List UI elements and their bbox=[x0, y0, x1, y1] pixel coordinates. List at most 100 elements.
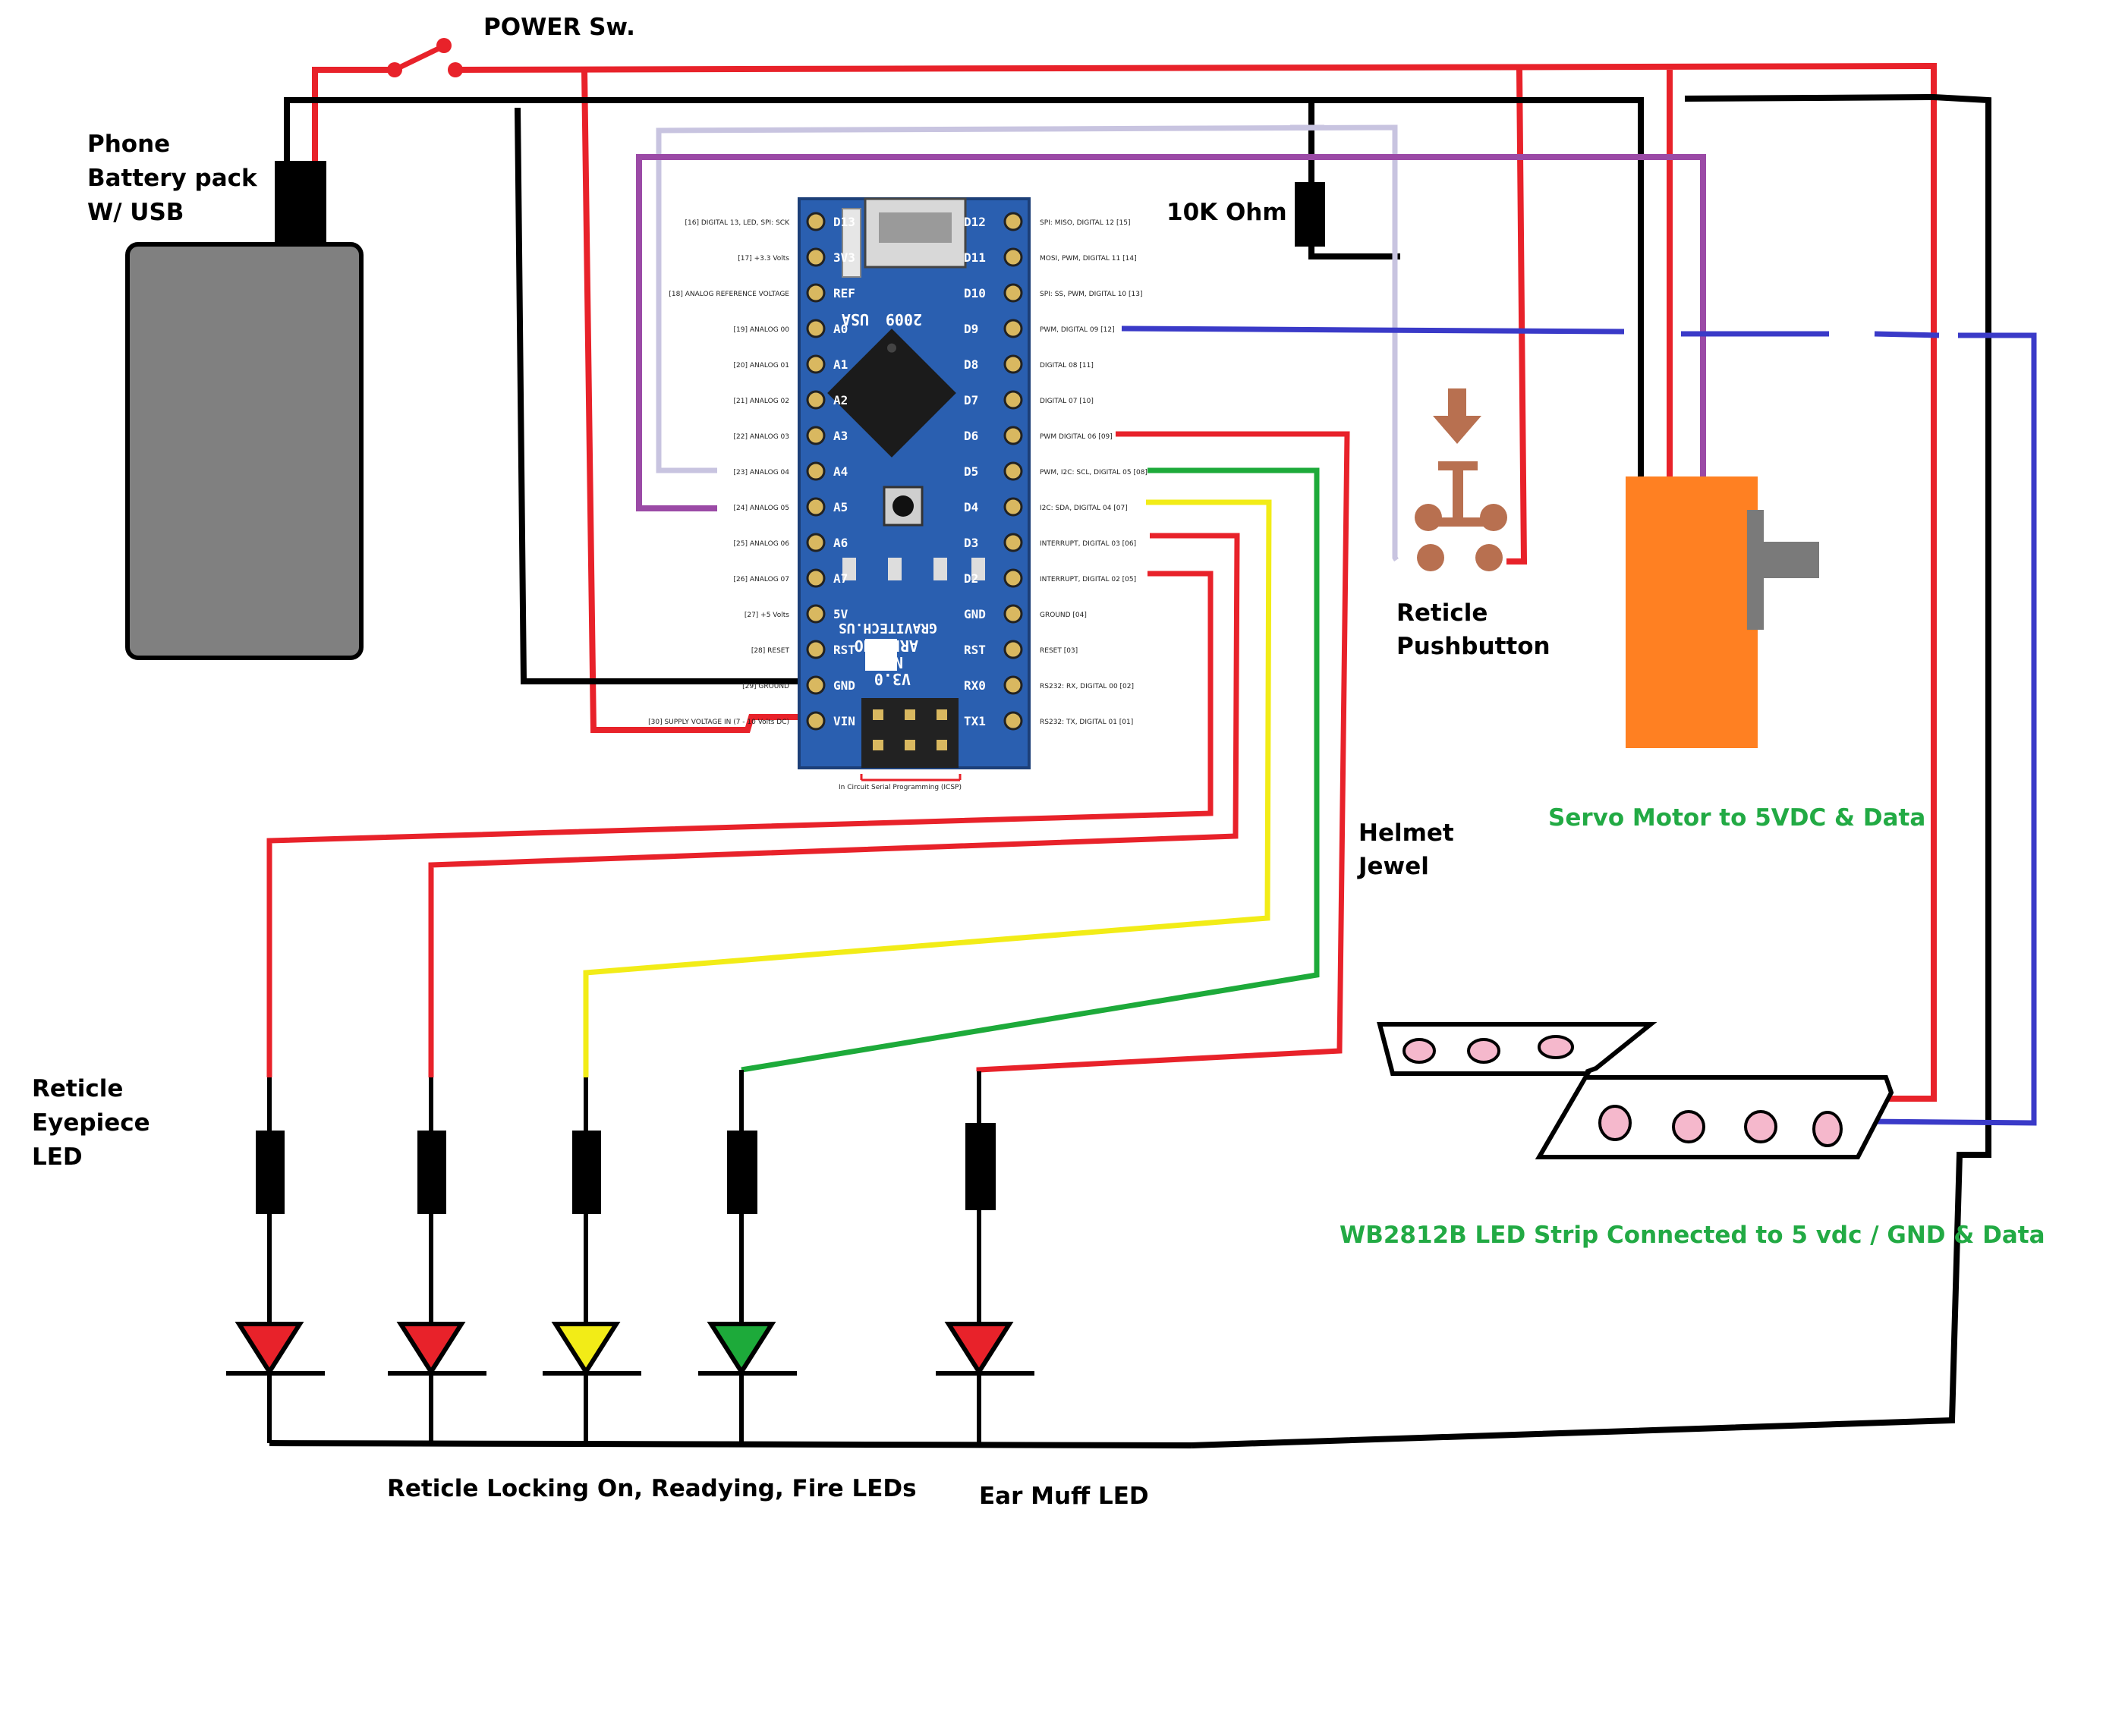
board-text-usa: USA bbox=[842, 310, 869, 329]
pin-a5 bbox=[806, 497, 826, 517]
pin-name-a2: A2 bbox=[833, 393, 848, 407]
pin-ref bbox=[806, 283, 826, 303]
left-pin-label: [29] GROUND bbox=[742, 683, 789, 690]
led-readying bbox=[551, 1322, 621, 1376]
led-strip bbox=[1377, 1022, 1894, 1159]
pin-name-d13: D13 bbox=[833, 215, 855, 229]
led-reticle-eyepiece bbox=[235, 1322, 304, 1376]
pin-right-d4 bbox=[1003, 497, 1023, 517]
pin-name-right-d12: D12 bbox=[964, 215, 986, 229]
board-text-nano: NANO bbox=[867, 653, 903, 671]
right-pin-label: RS232: RX, DIGITAL 00 [02] bbox=[1040, 683, 1134, 690]
left-pin-label: [30] SUPPLY VOLTAGE IN (7 - 10 Volts DC) bbox=[648, 719, 789, 726]
battery-pack bbox=[125, 161, 364, 660]
left-pin-label: [26] ANALOG 07 bbox=[734, 576, 789, 583]
reticle-leds-label: Reticle Locking On, Readying, Fire LEDs bbox=[387, 1475, 917, 1502]
ground-wire-arduino bbox=[515, 107, 804, 684]
pin-a0 bbox=[806, 319, 826, 338]
servo-motor bbox=[1626, 476, 1819, 748]
pin-name-vin: VIN bbox=[833, 714, 855, 728]
pin-name-right-d11: D11 bbox=[964, 250, 986, 265]
pin-right-d2 bbox=[1003, 568, 1023, 588]
ground-wire-top-right bbox=[1191, 93, 1991, 1448]
left-pin-label: [21] ANALOG 02 bbox=[734, 398, 789, 405]
power-wire-battery bbox=[312, 67, 395, 161]
board-text-gravitech: GRAVITECH.US bbox=[839, 620, 937, 636]
pin-a2 bbox=[806, 390, 826, 410]
right-pin-label: PWM, DIGITAL 09 [12] bbox=[1040, 326, 1115, 334]
pin-right-d5 bbox=[1003, 461, 1023, 481]
pin-name-right-d10: D10 bbox=[964, 286, 986, 300]
pin-name-a0: A0 bbox=[833, 322, 848, 336]
right-pin-label: DIGITAL 08 [11] bbox=[1040, 362, 1094, 370]
resistor-10k bbox=[1295, 182, 1325, 247]
pin-name-right-d7: D7 bbox=[964, 393, 978, 407]
reticle-pushbutton[interactable] bbox=[1415, 388, 1507, 571]
right-pin-label: GROUND [04] bbox=[1040, 612, 1087, 619]
red-led-wire-1 bbox=[266, 571, 1214, 1077]
pin-right-rx0 bbox=[1003, 675, 1023, 695]
reset-button[interactable] bbox=[883, 486, 924, 527]
servo-label: Servo Motor to 5VDC & Data bbox=[1548, 804, 1925, 832]
pin-5v bbox=[806, 604, 826, 624]
pin-a6 bbox=[806, 533, 826, 552]
left-pin-label: [23] ANALOG 04 bbox=[734, 469, 790, 476]
power-wire-pushbutton bbox=[1506, 69, 1528, 565]
pin-right-d12 bbox=[1003, 212, 1023, 231]
left-pin-label: [27] +5 Volts bbox=[745, 612, 789, 619]
power-wire-vin bbox=[581, 69, 804, 733]
led-strip-label: WB2812B LED Strip Connected to 5 vdc / G… bbox=[1340, 1222, 2045, 1249]
green-led-wire bbox=[741, 467, 1320, 1073]
battery-label-2: Battery pack bbox=[87, 165, 258, 192]
pushbutton-label-1: Reticle bbox=[1396, 599, 1488, 627]
right-pin-label: MOSI, PWM, DIGITAL 11 [14] bbox=[1040, 255, 1137, 263]
wires bbox=[266, 62, 2037, 1448]
pin-a1 bbox=[806, 354, 826, 374]
pin-vin bbox=[806, 711, 826, 731]
pin-right-d6 bbox=[1003, 426, 1023, 445]
pin-gnd bbox=[806, 675, 826, 695]
ground-wire-battery bbox=[284, 97, 1644, 476]
pin-name-right-tx1: TX1 bbox=[964, 714, 986, 728]
power-switch[interactable] bbox=[387, 38, 463, 77]
right-pin-label: SPI: SS, PWM, DIGITAL 10 [13] bbox=[1040, 291, 1142, 298]
pin-name-right-d6: D6 bbox=[964, 429, 978, 443]
pin-name-a4: A4 bbox=[833, 464, 848, 479]
icsp-label: In Circuit Serial Programming (ICSP) bbox=[839, 784, 962, 791]
pin-name-a1: A1 bbox=[833, 357, 848, 372]
power-wire-switch-out bbox=[455, 62, 1937, 1102]
red-led-wire-2 bbox=[428, 533, 1240, 1077]
pin-right-tx1 bbox=[1003, 711, 1023, 731]
pushbutton-label-2: Pushbutton bbox=[1396, 633, 1550, 660]
eyepiece-label-3: LED bbox=[32, 1143, 83, 1171]
pin-rst bbox=[806, 640, 826, 659]
pin-right-gnd bbox=[1003, 604, 1023, 624]
pin-name-right-gnd: GND bbox=[964, 607, 986, 621]
led-resistors bbox=[256, 1123, 996, 1214]
left-pin-label: [22] ANALOG 03 bbox=[734, 433, 789, 441]
right-pin-label: PWM, I2C: SCL, DIGITAL 05 [08] bbox=[1040, 469, 1148, 476]
pin-right-d3 bbox=[1003, 533, 1023, 552]
arduino-nano-board: ARDUINO NANO V3.0 GRAVITECH.US USA 2009 … bbox=[798, 197, 1031, 769]
pin-name-5v: 5V bbox=[833, 607, 848, 621]
mcu-chip bbox=[827, 329, 956, 458]
right-pin-label: INTERRUPT, DIGITAL 03 [06] bbox=[1040, 540, 1136, 548]
purple-wire bbox=[636, 154, 1706, 511]
pin-name-right-d3: D3 bbox=[964, 536, 978, 550]
battery-label-3: W/ USB bbox=[87, 199, 184, 226]
battery-label-1: Phone bbox=[87, 131, 170, 158]
pin-name-right-d2: D2 bbox=[964, 571, 978, 586]
pin-name-a7: A7 bbox=[833, 571, 848, 586]
right-pin-label: SPI: MISO, DIGITAL 12 [15] bbox=[1040, 219, 1130, 227]
ground-wire-resistor-out bbox=[1308, 243, 1400, 259]
eyepiece-label-2: Eyepiece bbox=[32, 1109, 150, 1137]
led-ear-muff bbox=[944, 1322, 1014, 1376]
pin-name-a3: A3 bbox=[833, 429, 848, 443]
pin-right-d10 bbox=[1003, 283, 1023, 303]
left-pin-label: [16] DIGITAL 13, LED, SPI: SCK bbox=[685, 219, 791, 227]
left-pin-label: [18] ANALOG REFERENCE VOLTAGE bbox=[669, 291, 789, 298]
pin-name-gnd: GND bbox=[833, 678, 855, 693]
